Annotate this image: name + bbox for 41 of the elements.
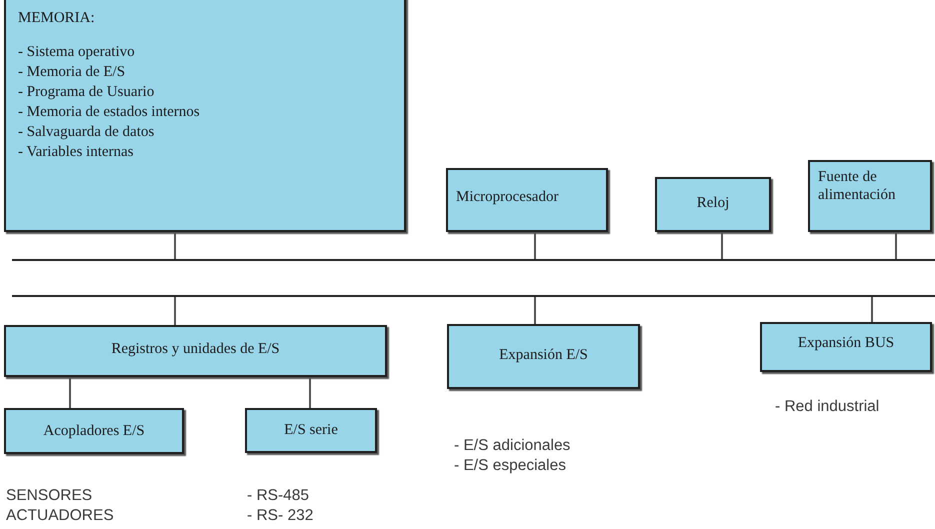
note-text: ACTUADORES <box>6 506 114 526</box>
heading: MEMORIA: <box>18 9 96 28</box>
list-item: - Memoria de E/S <box>18 63 126 82</box>
connector-line <box>174 297 176 325</box>
connector-line <box>871 297 873 322</box>
connector-line <box>534 297 536 324</box>
box-label: E/S serie <box>283 421 339 439</box>
connector-line <box>309 377 311 408</box>
note-text: - E/S adicionales <box>454 436 570 456</box>
list-item: - Sistema operativo <box>18 43 136 62</box>
box-label: Fuente de alimentación <box>818 168 896 204</box>
connector-line <box>174 232 176 259</box>
box-label: Expansión BUS <box>796 334 896 352</box>
box-label: Expansión E/S <box>498 346 589 364</box>
connector-line <box>534 232 536 259</box>
component-box <box>4 0 406 232</box>
note-text: - E/S especiales <box>454 456 566 476</box>
connector-line <box>69 377 71 408</box>
bus-bar <box>12 259 935 297</box>
component-box <box>245 408 377 453</box>
component-box <box>446 168 608 232</box>
note-text: - RS- 232 <box>247 506 314 526</box>
component-box <box>4 408 184 454</box>
component-box <box>808 160 932 232</box>
list-item: - Memoria de estados internos <box>18 103 201 122</box>
component-box <box>4 325 387 377</box>
list-item: - Salvaguarda de datos <box>18 123 156 142</box>
connector-line <box>721 232 723 259</box>
box-label: Acopladores E/S <box>42 422 146 440</box>
note-text: - Red industrial <box>775 397 880 417</box>
note-text: SENSORES <box>6 486 92 506</box>
list-item: - Variables internas <box>18 143 135 162</box>
component-box <box>655 177 771 232</box>
box-label: Registros y unidades de E/S <box>110 340 281 358</box>
component-box <box>447 324 640 389</box>
box-label: Microprocesador <box>456 188 560 206</box>
note-text: - RS-485 <box>247 486 310 506</box>
list-item: - Programa de Usuario <box>18 83 156 102</box>
box-label: Reloj <box>696 194 730 212</box>
connector-line <box>895 232 897 259</box>
component-box <box>760 322 932 372</box>
